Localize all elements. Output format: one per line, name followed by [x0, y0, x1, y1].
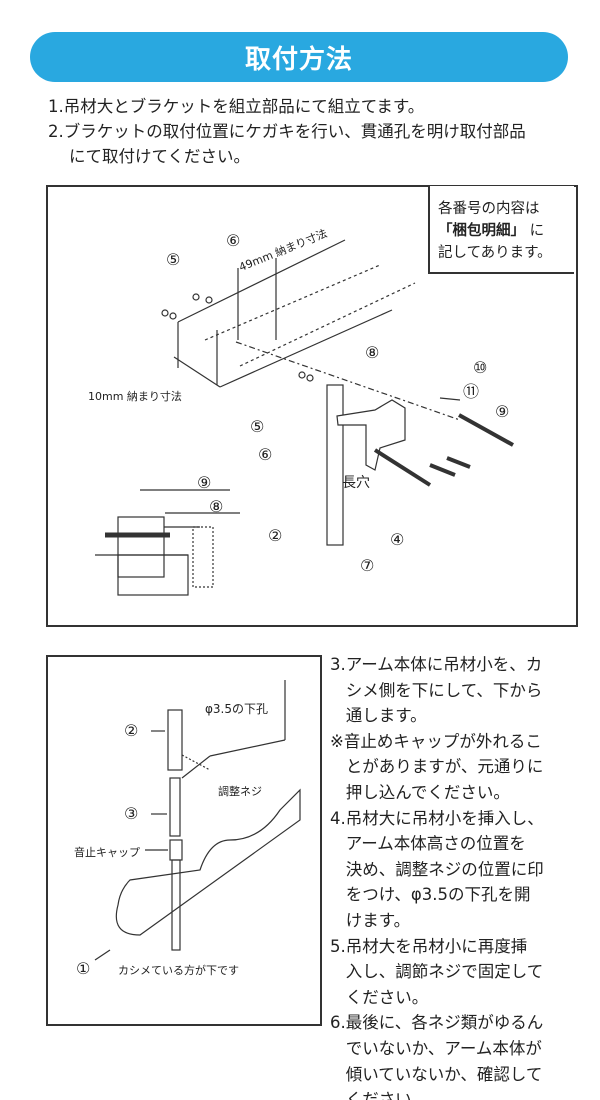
note-line: 各番号の内容は [438, 201, 540, 217]
step-line: をつけ、φ3.5の下孔を開 [330, 885, 531, 905]
part-number: ⑨ [495, 402, 510, 421]
intro-step: にて取付けてください。 [48, 147, 250, 166]
step-line: アーム本体高さの位置を [330, 834, 526, 854]
part-number: ⑥ [226, 231, 241, 250]
crimp-note: カシメている方が下です [118, 964, 239, 977]
part-number: ④ [390, 530, 405, 549]
part-number: ⑪ [463, 382, 480, 401]
part-number: ① [76, 959, 91, 978]
note-line: 記してあります。 [438, 245, 552, 261]
step-line: 6.最後に、各ネジ類がゆるん [330, 1013, 544, 1033]
packing-list-note: 各番号の内容は 「梱包明細」 に 記してあります。 [428, 186, 574, 274]
intro-step: 1.吊材大とブラケットを組立部品にて組立てます。 [48, 97, 425, 116]
step-line: 入し、調節ネジで固定して [330, 962, 544, 982]
step-line: ください。 [330, 987, 429, 1007]
adjust-screw-label: 調整ネジ [218, 785, 262, 798]
part-number: ⑨ [197, 473, 212, 492]
page-title: 取付方法 [244, 44, 353, 75]
arm-assembly-diagram [46, 655, 322, 1026]
step-line: シメ側を下にして、下から [330, 680, 543, 700]
step-line: 決め、調整ネジの位置に印 [330, 859, 544, 879]
assembly-steps: 3.アーム本体に吊材小を、カ シメ側を下にして、下から 通します。 ※音止めキャ… [330, 652, 544, 1100]
part-number: ② [124, 721, 139, 740]
pilot-hole-label: φ3.5の下孔 [205, 702, 269, 716]
step-line: 3.アーム本体に吊材小を、カ [330, 655, 543, 674]
part-number: ⑩ [473, 358, 488, 377]
part-number: ③ [124, 804, 139, 823]
intro-step: 2.ブラケットの取付位置にケガキを行い、貫通孔を明け取付部品 [48, 122, 526, 141]
part-number: ② [268, 526, 283, 545]
cap-label: 音止キャップ [74, 846, 140, 859]
part-number: ⑧ [209, 497, 224, 516]
slot-label: 長穴 [342, 475, 370, 491]
step-line: けます。 [330, 910, 411, 930]
step-line: とがありますが、元通りに [330, 757, 544, 777]
step-line: 4.吊材大に吊材小を挿入し、 [330, 808, 544, 828]
note-line: 「梱包明細」 に [438, 220, 574, 242]
step-line: 5.吊材大を吊材小に再度挿 [330, 936, 528, 956]
rail-drawing [161, 239, 461, 421]
step-line: でいないか、アーム本体が [330, 1038, 542, 1058]
step-line: ください。 [330, 1090, 429, 1100]
step-line: 押し込んでください。 [330, 782, 510, 802]
section-detail-drawing [95, 489, 240, 596]
packing-list-term: 「梱包明細」 [438, 223, 525, 239]
section-header: 取付方法 [30, 32, 568, 82]
dimension-10mm-label: 10mm 納まり寸法 [88, 390, 182, 403]
arm-drawing [94, 680, 301, 961]
part-number: ⑤ [166, 250, 181, 269]
step-line: 傾いていないか、確認して [330, 1064, 543, 1084]
bracket-drawing [298, 371, 514, 546]
part-number: ⑥ [258, 445, 273, 464]
part-number: ⑧ [365, 343, 380, 362]
step-line: 通します。 [330, 706, 427, 726]
step-line: ※音止めキャップが外れるこ [330, 731, 542, 751]
note-suffix: に [529, 223, 545, 239]
part-number: ⑤ [250, 417, 265, 436]
intro-steps: 1.吊材大とブラケットを組立部品にて組立てます。 2.ブラケットの取付位置にケガキ… [48, 94, 526, 169]
part-number: ⑦ [360, 556, 375, 575]
